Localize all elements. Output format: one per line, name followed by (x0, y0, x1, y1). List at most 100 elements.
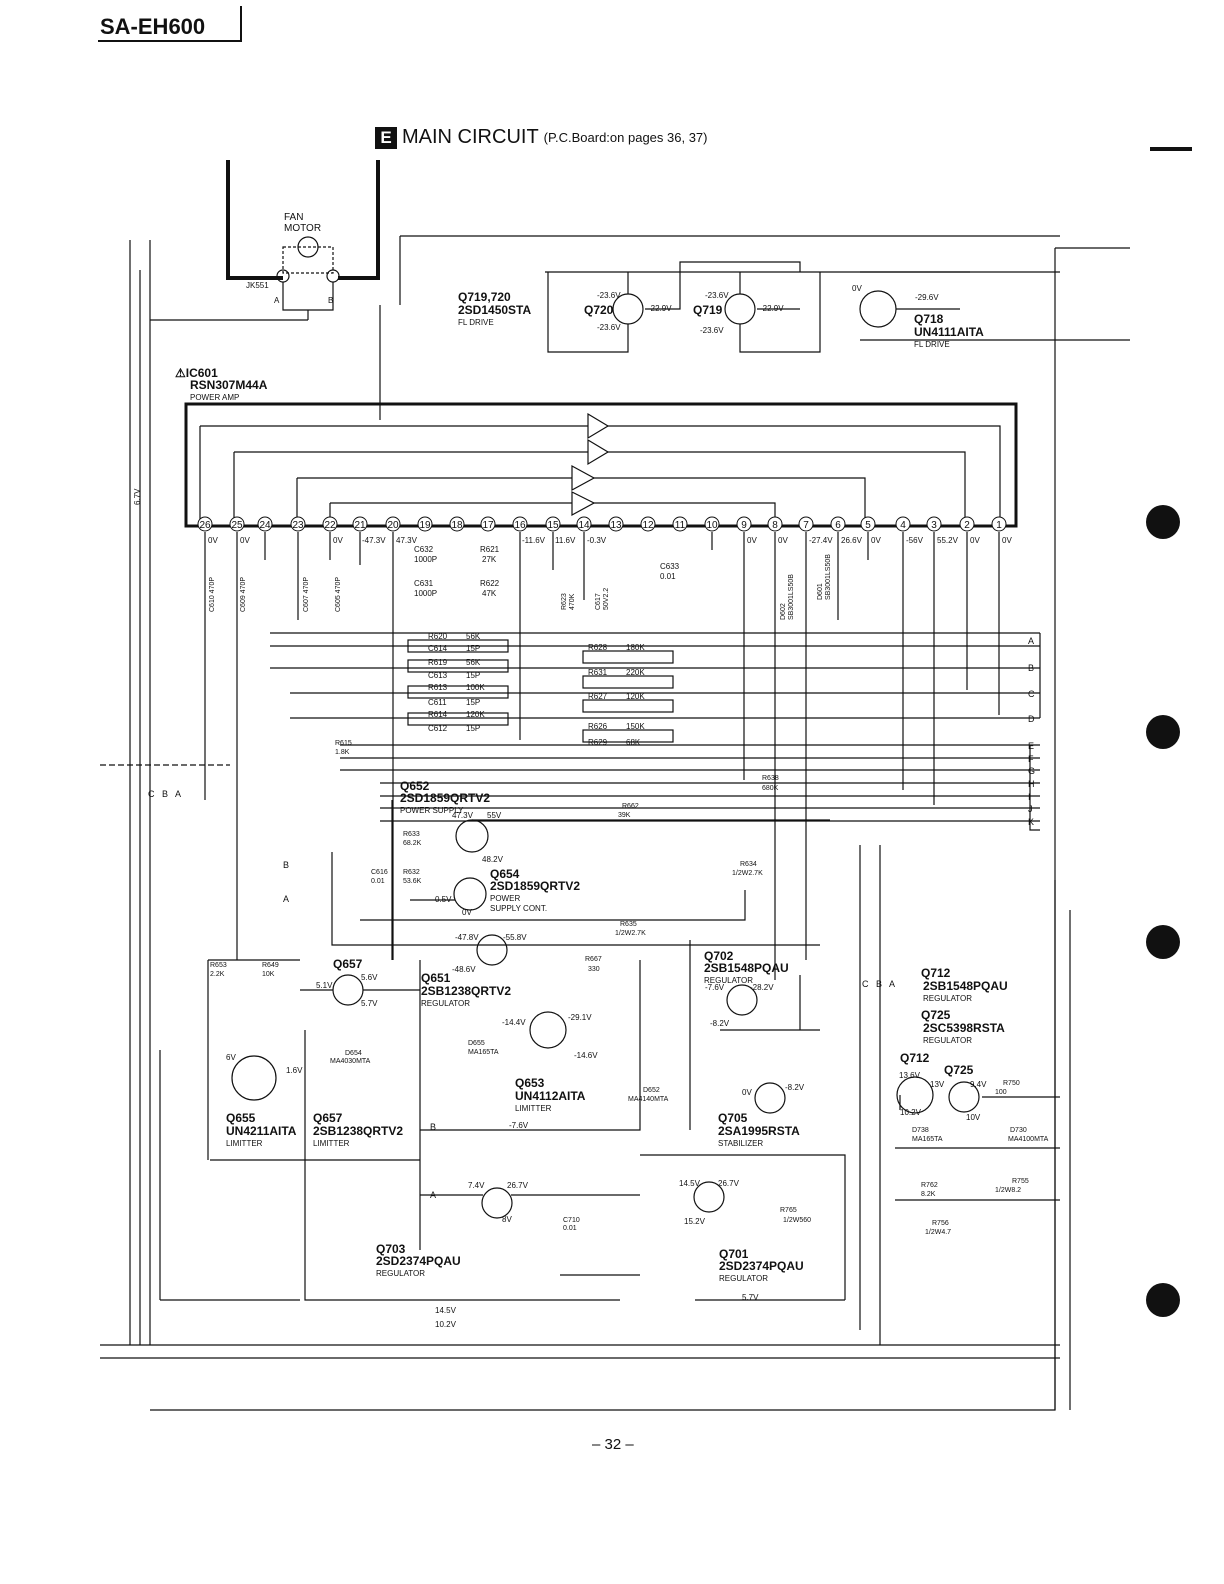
voltage-label: 26.7V (507, 1181, 529, 1190)
component-value: 150K (626, 722, 645, 731)
voltage-label: 47.3V (452, 811, 474, 820)
voltage-label: 0V (852, 284, 862, 293)
pin-label: 9 (741, 520, 747, 531)
transistor-part: UN4111AITA (914, 325, 984, 339)
component-ref: R633 (403, 831, 420, 838)
transistor-ref: Q652 (400, 779, 430, 793)
connector-letter: A (430, 1190, 436, 1200)
voltage-label: -22.9V (760, 304, 784, 313)
component-ref: R623 (561, 593, 568, 610)
component-value: 15P (466, 671, 480, 680)
connector-letter: C (148, 789, 155, 799)
voltage-label: -0.3V (587, 536, 607, 545)
transistor-part: 2SB1548PQAU (923, 979, 1008, 993)
component-ref: R634 (740, 861, 757, 868)
transistor-ref: Q703 (376, 1242, 406, 1256)
transistor-desc: LIMITTER (313, 1139, 350, 1148)
transistor-ref: Q719,720 (458, 290, 511, 304)
component-value: 1/2W2.7K (615, 930, 646, 937)
pin-b-label: B (328, 296, 333, 305)
connector-letter: A (175, 789, 181, 799)
pin-label: 14 (578, 520, 590, 531)
voltage-label: 5.6V (361, 973, 378, 982)
component-value: 120K (466, 710, 485, 719)
rail-label: J (1028, 804, 1033, 814)
voltage-label: 1.6V (286, 1066, 303, 1075)
pin-label: 2 (964, 520, 970, 531)
bus-label: 14.5V (435, 1306, 457, 1315)
component-value: 0.01 (563, 1225, 577, 1232)
connector-label: JK551 (246, 281, 269, 290)
component-value: 1/2W560 (783, 1217, 811, 1224)
voltage-label: 13V (930, 1080, 945, 1089)
voltage-label: 11.6V (555, 536, 576, 545)
connector-letter: B (430, 1122, 436, 1132)
component-ref: C617 (595, 593, 602, 610)
component-label: C607 470P (303, 577, 310, 612)
component-value: 68.2K (403, 840, 422, 847)
component-value: 1.8K (335, 749, 350, 756)
component-ref: R755 (1012, 1178, 1029, 1185)
component-ref: C614 (428, 644, 448, 653)
voltage-label: -8.2V (710, 1019, 730, 1028)
ic-part: RSN307M44A (190, 378, 268, 392)
transistor-desc: REGULATOR (923, 994, 972, 1003)
transistor-part: 2SB1548PQAU (704, 961, 789, 975)
voltage-label: 55.2V (937, 536, 959, 545)
voltage-label: -29.6V (915, 293, 939, 302)
pin-label: 1 (996, 520, 1002, 531)
power-component-labels: R633 68.2K R632 53.6K C616 0.01 R662 39K… (210, 740, 1049, 1236)
pin-label: 8 (772, 520, 778, 531)
voltage-label: 10.2V (900, 1108, 922, 1117)
voltage-label: 9.4V (970, 1080, 987, 1089)
diode-value: SB3001LS50B (788, 574, 795, 620)
transistor-desc: LIMITTER (226, 1139, 263, 1148)
component-ref: D655 (468, 1040, 485, 1047)
rail-label: K (1028, 817, 1034, 827)
component-value: 27K (482, 555, 497, 564)
pin-label: 20 (387, 520, 399, 531)
voltage-label: -47.8V (455, 933, 479, 942)
voltage-label: 0.5V (435, 895, 452, 904)
component-ref: R638 (762, 775, 779, 782)
transistor-part: UN4211AITA (226, 1124, 297, 1138)
component-value: MA165TA (468, 1049, 499, 1056)
transistor-ref: Q657 (313, 1111, 343, 1125)
voltage-label: 0V (1002, 536, 1012, 545)
component-value: MA4030MTA (330, 1058, 371, 1065)
component-ref: R629 (588, 738, 608, 747)
transistor-ref: Q712 (921, 966, 951, 980)
voltage-label: 8V (502, 1215, 512, 1224)
component-value: 0.01 (371, 878, 385, 885)
pin-label: 10 (706, 520, 718, 531)
pin-label: 15 (547, 520, 559, 531)
transistor-desc: LIMITTER (515, 1104, 552, 1113)
transistor-desc: REGULATOR (704, 976, 753, 985)
section-tag: E (375, 126, 397, 149)
pin-label: 3 (931, 520, 937, 531)
component-value: MA165TA (912, 1136, 943, 1143)
transistor-part: 2SA1995RSTA (718, 1124, 800, 1138)
bus-label: -7.6V (509, 1121, 529, 1130)
voltage-label: 26.7V (718, 1179, 740, 1188)
transistor-desc: REGULATOR (421, 999, 470, 1008)
voltage-label: 47.3V (396, 536, 418, 545)
voltage-label: 0V (462, 908, 472, 917)
component-ref: R649 (262, 962, 279, 969)
voltage-label: -14.6V (574, 1051, 598, 1060)
connector-letter: A (283, 894, 289, 904)
component-ref: C611 (428, 698, 447, 707)
pin-label: 6 (835, 520, 841, 531)
connector-letters: C B A A B C B A B A (148, 789, 895, 1200)
q653-symbol (529, 1011, 567, 1049)
voltage-label: 55V (487, 811, 502, 820)
model-divider (240, 6, 242, 42)
rail-label: G (1028, 766, 1035, 776)
voltage-label: -8.2V (785, 1083, 805, 1092)
pin-label: 19 (419, 520, 431, 531)
pin-label: 5 (865, 520, 871, 531)
component-ref: R635 (620, 921, 637, 928)
voltage-label: -11.6V (522, 536, 546, 545)
q654-symbol (453, 877, 487, 911)
transistor-voltages: -23.6V -22.9V -23.6V -23.6V -22.9V -23.6… (226, 284, 987, 1226)
